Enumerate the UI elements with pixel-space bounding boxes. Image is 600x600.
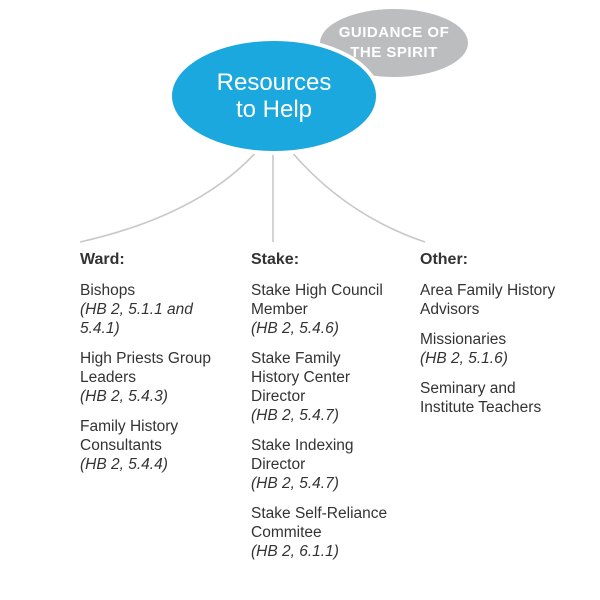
entry-ref: (HB 2, 5.1.6)	[420, 350, 508, 367]
entry-ref: (HB 2, 5.4.3)	[80, 388, 168, 405]
entry-name: Bishops	[80, 282, 136, 299]
ward-entry-high-priests: High Priests Group Leaders (HB 2, 5.4.3)	[80, 349, 230, 406]
entry-ref: (HB 2, 5.4.4)	[80, 456, 168, 473]
entry-name: Stake High Council Member	[251, 282, 383, 318]
entry-ref: (HB 2, 6.1.1)	[251, 543, 339, 560]
entry-name: High Priests Group Leaders	[80, 350, 211, 386]
connector-other	[289, 149, 426, 243]
stake-column: Stake: Stake High Council Member (HB 2, …	[251, 250, 391, 572]
other-heading: Other:	[420, 251, 468, 268]
entry-name: Stake Self-Reliance Commitee	[251, 505, 388, 541]
other-entry-area-advisors: Area Family History Advisors	[420, 281, 570, 319]
stake-entry-indexing-director: Stake Indexing Director (HB 2, 5.4.7)	[251, 436, 391, 493]
entry-name: Stake Family History Center Director	[251, 350, 351, 405]
ward-heading: Ward:	[80, 251, 125, 268]
entry-name: Family History Consultants	[80, 418, 179, 454]
stake-entry-high-council: Stake High Council Member (HB 2, 5.4.6)	[251, 281, 391, 338]
entry-name: Seminary and Institute Teachers	[420, 380, 542, 416]
ward-entry-family-history-consultants: Family History Consultants (HB 2, 5.4.4)	[80, 417, 230, 474]
other-entry-seminary-teachers: Seminary and Institute Teachers	[420, 379, 570, 417]
entry-ref: (HB 2, 5.1.1 and 5.4.1)	[80, 301, 193, 337]
entry-name: Stake Indexing Director	[251, 437, 354, 473]
stake-heading: Stake:	[251, 251, 300, 268]
entry-ref: (HB 2, 5.4.6)	[251, 320, 339, 337]
entry-ref: (HB 2, 5.4.7)	[251, 475, 339, 492]
entry-name: Area Family History Advisors	[420, 282, 556, 318]
guidance-label: GUIDANCE OF THE SPIRIT	[338, 24, 450, 61]
resources-to-help-bubble: Resources to Help	[172, 41, 376, 151]
ward-column: Ward: Bishops (HB 2, 5.1.1 and 5.4.1) Hi…	[80, 250, 230, 485]
other-entry-missionaries: Missionaries (HB 2, 5.1.6)	[420, 330, 570, 368]
resources-label: Resources to Help	[216, 69, 332, 123]
other-column: Other: Area Family History Advisors Miss…	[420, 250, 570, 428]
entry-ref: (HB 2, 5.4.7)	[251, 407, 339, 424]
entry-name: Missionaries	[420, 331, 507, 348]
connector-ward	[79, 149, 259, 243]
stake-entry-self-reliance: Stake Self-Reliance Commitee (HB 2, 6.1.…	[251, 504, 391, 561]
stake-entry-family-history-center: Stake Family History Center Director (HB…	[251, 349, 391, 425]
ward-entry-bishops: Bishops (HB 2, 5.1.1 and 5.4.1)	[80, 281, 230, 338]
